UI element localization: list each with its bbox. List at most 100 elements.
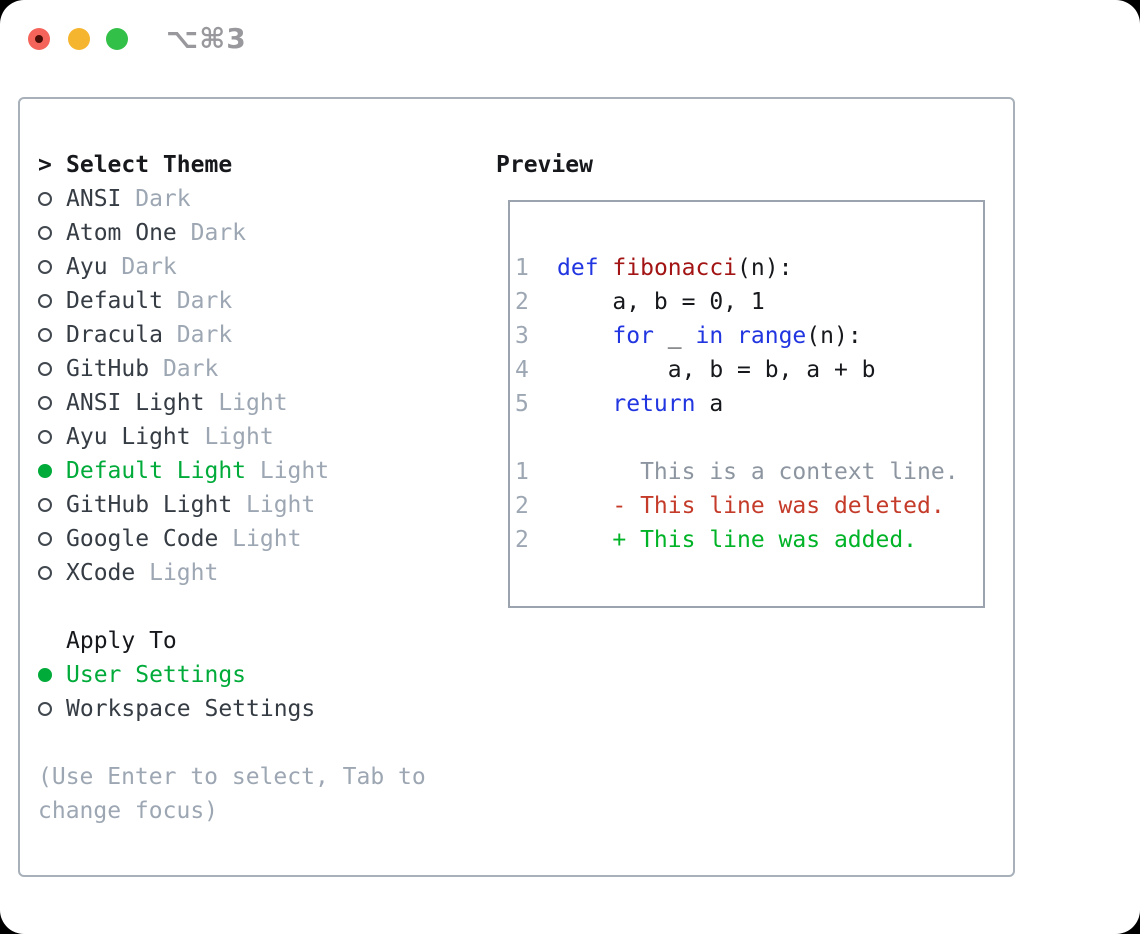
option-label: Dracula [66, 322, 163, 348]
radio-icon [38, 226, 52, 240]
theme-option-ayu[interactable]: Ayu Dark [38, 250, 329, 284]
code-token: a [695, 391, 724, 417]
code-token: def [557, 255, 599, 281]
option-tag: Light [190, 424, 274, 450]
option-tag: Dark [121, 186, 191, 212]
line-number: 2 [515, 289, 529, 315]
code-token [599, 255, 613, 281]
window-shortcut-label: ⌥⌘3 [166, 22, 247, 55]
preview-line: 3 for _ in range(n): [515, 319, 983, 353]
code-token: - This line was deleted. [557, 493, 945, 519]
theme-option-ansi-light[interactable]: ANSI Light Light [38, 386, 329, 420]
option-label: Atom One [66, 220, 177, 246]
theme-option-default[interactable]: Default Dark [38, 284, 329, 318]
code-token: return [612, 391, 696, 417]
apply-option-user-settings[interactable]: User Settings [38, 658, 315, 692]
radio-icon [38, 294, 52, 308]
preview-line: 2 a, b = 0, 1 [515, 285, 983, 319]
help-line: (Use Enter to select, Tab to [38, 764, 426, 790]
code-token: in [695, 323, 724, 349]
theme-option-github[interactable]: GitHub Dark [38, 352, 329, 386]
option-label: ANSI Light [66, 390, 205, 416]
theme-option-ayu-light[interactable]: Ayu Light Light [38, 420, 329, 454]
line-number: 3 [515, 323, 529, 349]
line-number: 1 [515, 459, 529, 485]
option-label: User Settings [66, 662, 247, 688]
option-label: ANSI [66, 186, 122, 212]
apply-to-title: Apply To [66, 628, 177, 654]
option-label: XCode [66, 560, 136, 586]
preview-line: 2 - This line was deleted. [515, 489, 983, 523]
theme-option-atom-one[interactable]: Atom One Dark [38, 216, 329, 250]
radio-icon [38, 362, 52, 376]
option-tag: Dark [162, 322, 233, 348]
preview-line: 2 + This line was added. [515, 523, 983, 557]
option-tag: Dark [162, 288, 233, 314]
code-token: (n): [806, 323, 862, 349]
preview-line: 1 This is a context line. [515, 455, 983, 489]
line-number: 2 [515, 493, 529, 519]
code-token [723, 323, 737, 349]
code-token [557, 323, 612, 349]
prompt-caret-icon: > [38, 152, 52, 178]
code-token [557, 391, 612, 417]
line-number: 4 [515, 357, 529, 383]
option-label: GitHub [66, 356, 150, 382]
radio-selected-icon [38, 464, 52, 478]
option-label: Google Code [66, 526, 219, 552]
code-token: + This line was added. [557, 527, 918, 553]
radio-selected-icon [38, 668, 52, 682]
code-token: fibonacci [612, 255, 738, 281]
option-tag: Light [135, 560, 219, 586]
theme-option-dracula[interactable]: Dracula Dark [38, 318, 329, 352]
radio-icon [38, 260, 52, 274]
radio-icon [38, 566, 52, 580]
preview-line: 5 return a [515, 387, 983, 421]
code-token: (n): [737, 255, 793, 281]
theme-option-github-light[interactable]: GitHub Light Light [38, 488, 329, 522]
apply-option-workspace-settings[interactable]: Workspace Settings [38, 692, 315, 726]
radio-icon [38, 498, 52, 512]
option-label: GitHub Light [66, 492, 233, 518]
help-line: change focus) [38, 798, 219, 824]
zoom-button[interactable] [106, 28, 128, 50]
code-token: for [612, 323, 654, 349]
preview-line [515, 421, 983, 455]
option-label: Default [66, 288, 163, 314]
preview-line: 4 a, b = b, a + b [515, 353, 983, 387]
option-tag: Light [232, 492, 316, 518]
radio-icon [38, 396, 52, 410]
code-token: range [737, 323, 807, 349]
select-theme-title: Select Theme [66, 152, 233, 178]
minimize-button[interactable] [68, 28, 90, 50]
code-token: a, b = 0, 1 [557, 289, 765, 315]
option-tag: Dark [107, 254, 177, 280]
close-dot-icon [35, 35, 43, 43]
line-number: 5 [515, 391, 529, 417]
line-number: 2 [515, 527, 529, 553]
apply-to-header: Apply To [38, 624, 315, 658]
theme-option-xcode[interactable]: XCode Light [38, 556, 329, 590]
theme-option-google-code[interactable]: Google Code Light [38, 522, 329, 556]
line-number: 1 [515, 255, 529, 281]
theme-option-default-light[interactable]: Default Light Light [38, 454, 329, 488]
option-tag: Light [246, 458, 330, 484]
code-token: a, b = b, a + b [557, 357, 876, 383]
radio-icon [38, 328, 52, 342]
option-tag: Light [218, 526, 302, 552]
theme-option-ansi[interactable]: ANSI Dark [38, 182, 329, 216]
close-button[interactable] [28, 28, 50, 50]
option-tag: Dark [149, 356, 219, 382]
option-tag: Light [204, 390, 288, 416]
radio-icon [38, 532, 52, 546]
radio-icon [38, 430, 52, 444]
option-label: Default Light [66, 458, 247, 484]
help-text: (Use Enter to select, Tab to change focu… [38, 760, 426, 828]
